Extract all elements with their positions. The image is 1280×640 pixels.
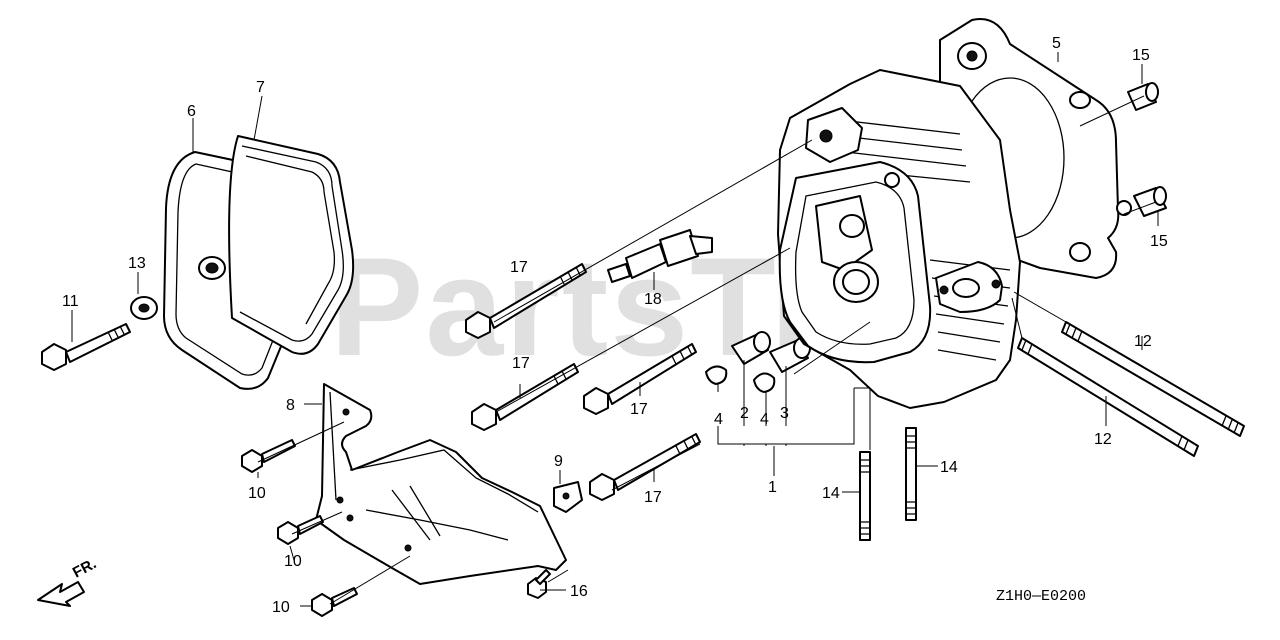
front-direction-indicator: FR. — [37, 555, 99, 607]
bolt-17c-part[interactable] — [583, 343, 697, 415]
bolt-17d-part[interactable] — [589, 433, 701, 501]
callout-10b: 10 — [284, 553, 302, 570]
callout-1: 1 — [768, 479, 777, 496]
callout-4a: 4 — [714, 411, 723, 428]
callout-14a: 14 — [822, 485, 840, 502]
flange-bolt-11-part[interactable] — [41, 323, 131, 371]
spark-plug-18-part[interactable] — [607, 229, 713, 283]
callout-10c: 10 — [272, 599, 290, 616]
callout-16: 16 — [570, 583, 588, 600]
callout-labels: 1 2 3 4 4 5 6 7 8 9 10 10 10 11 12 12 13… — [62, 35, 1168, 616]
callout-5: 5 — [1052, 35, 1061, 52]
callout-17c: 17 — [630, 401, 648, 418]
bolt-10c-part[interactable] — [311, 587, 358, 617]
callout-17a: 17 — [510, 259, 528, 276]
stud-bolt-14b-part[interactable] — [905, 427, 917, 521]
callout-4b: 4 — [760, 411, 769, 428]
callout-7: 7 — [256, 79, 265, 96]
callout-9: 9 — [554, 453, 563, 470]
callout-10a: 10 — [248, 485, 266, 502]
stud-bolt-14a-part[interactable] — [859, 451, 871, 541]
o-ring-4b-part[interactable] — [753, 372, 776, 393]
callout-11: 11 — [62, 293, 79, 310]
callout-12b: 12 — [1094, 431, 1112, 448]
head-cover-gasket-part[interactable] — [228, 135, 355, 355]
bolt-10a-part[interactable] — [241, 439, 296, 473]
callout-18: 18 — [644, 291, 662, 308]
callout-12a: 12 — [1134, 333, 1152, 350]
dowel-3-part[interactable] — [769, 337, 811, 373]
callout-8: 8 — [286, 397, 295, 414]
callout-14b: 14 — [940, 459, 958, 476]
front-label: FR. — [70, 555, 99, 581]
bolt-16-part[interactable] — [527, 569, 551, 599]
callout-15b: 15 — [1150, 233, 1168, 250]
callout-17d: 17 — [644, 489, 662, 506]
cylinder-head-part[interactable] — [777, 69, 1021, 409]
dowel-2-part[interactable] — [731, 331, 771, 365]
bracket-8-part[interactable] — [315, 383, 567, 585]
clip-9-part[interactable] — [553, 481, 583, 513]
bolt-10b-part[interactable] — [277, 515, 324, 545]
callout-17b: 17 — [512, 355, 530, 372]
stud-bolt-12a-part[interactable] — [1061, 321, 1245, 437]
dowel-15b-part[interactable] — [1133, 186, 1167, 217]
washer-13-part[interactable] — [130, 296, 158, 320]
callout-3: 3 — [780, 405, 789, 422]
callout-13: 13 — [128, 255, 146, 272]
diagram-code: Z1H0—E0200 — [996, 588, 1086, 605]
bolt-17a-part[interactable] — [465, 263, 587, 339]
front-arrow-icon — [37, 581, 85, 607]
stud-bolt-12b-part[interactable] — [1017, 337, 1199, 457]
callout-15a: 15 — [1132, 47, 1150, 64]
o-ring-4a-part[interactable] — [705, 365, 728, 385]
leader-lines — [71, 52, 1159, 607]
callout-6: 6 — [187, 103, 196, 120]
callout-2: 2 — [740, 405, 749, 422]
